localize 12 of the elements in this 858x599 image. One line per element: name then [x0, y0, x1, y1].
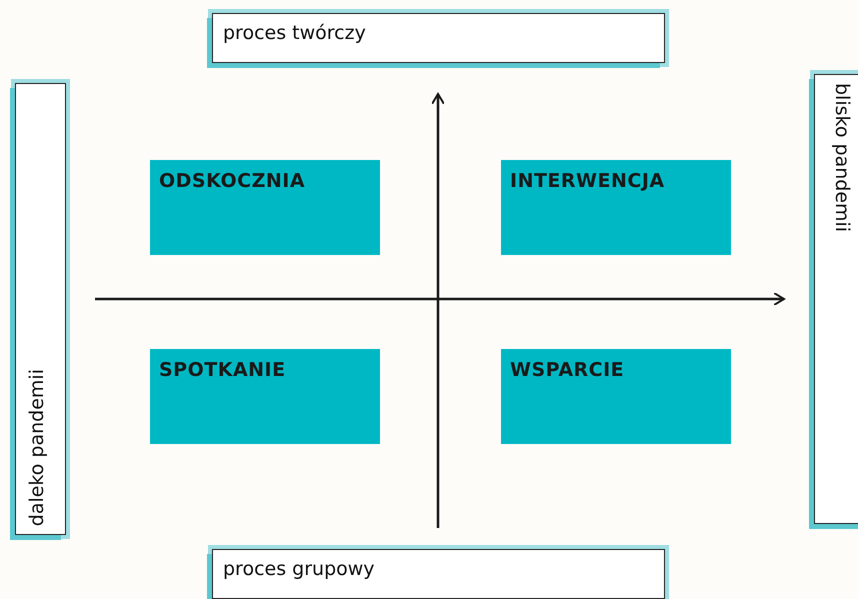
axis-label: proces grupowy	[223, 558, 375, 580]
quadrant-title: SPOTKANIE	[159, 359, 286, 381]
axis-label: blisko pandemii	[831, 83, 853, 232]
quadrant-box	[150, 160, 380, 255]
quadrant-title: WSPARCIE	[510, 359, 624, 381]
axis-label: daleko pandemii	[26, 368, 48, 526]
quadrant-box	[501, 349, 731, 444]
quadrant-title: ODSKOCZNIA	[159, 170, 306, 192]
axis-label: proces twórczy	[223, 22, 366, 44]
quadrant-box	[501, 160, 731, 255]
quadrant-box	[150, 349, 380, 444]
quadrant-title: INTERWENCJA	[510, 170, 665, 192]
